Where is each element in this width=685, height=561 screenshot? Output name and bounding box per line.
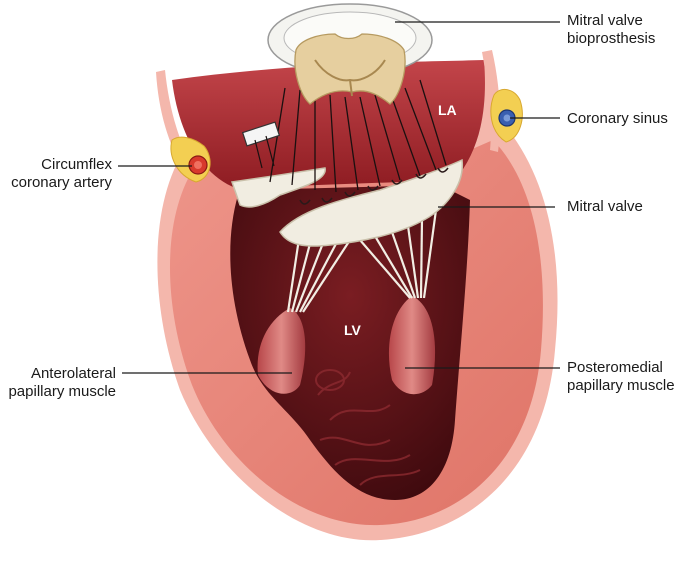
suture-loops [299, 167, 449, 205]
label-anterolateral-papillary-muscle: Anterolateral papillary muscle [0, 365, 116, 401]
mitral-valve-posterior-leaflet [279, 158, 463, 247]
pledget [241, 121, 281, 169]
anterolateral-papillary-muscle-shape [257, 308, 306, 394]
mitral-valve-anterior-leaflet [230, 167, 326, 208]
label-posteromedial-papillary-muscle: Posteromedial papillary muscle [567, 359, 675, 395]
label-la: LA [438, 102, 457, 118]
coronary-sinus-shape [490, 88, 523, 143]
lv-cavity [230, 185, 470, 500]
chordae-tendineae [286, 209, 438, 313]
label-lv: LV [344, 322, 361, 338]
label-line: coronary artery [11, 174, 112, 191]
label-line: papillary muscle [567, 377, 675, 394]
label-line: Mitral valve [567, 12, 643, 29]
label-line: bioprosthesis [567, 30, 656, 47]
sutures [269, 79, 447, 193]
trabeculae [315, 369, 421, 486]
leader-lines [118, 21, 560, 374]
label-circumflex-coronary-artery: Circumflex coronary artery [0, 156, 112, 192]
label-line: Anterolateral [30, 365, 116, 382]
label-mitral-valve-bioprosthesis: Mitral valve bioprosthesis [567, 12, 655, 48]
label-line: papillary muscle [8, 383, 116, 400]
label-line: Posteromedial [567, 359, 663, 376]
posteromedial-papillary-muscle-shape [388, 296, 436, 395]
label-line: Circumflex [41, 156, 112, 173]
circumflex-artery-shape [170, 136, 211, 183]
mitral-valve-bioprosthesis [267, 3, 433, 105]
label-mitral-valve: Mitral valve [567, 198, 643, 215]
label-coronary-sinus: Coronary sinus [567, 110, 668, 127]
